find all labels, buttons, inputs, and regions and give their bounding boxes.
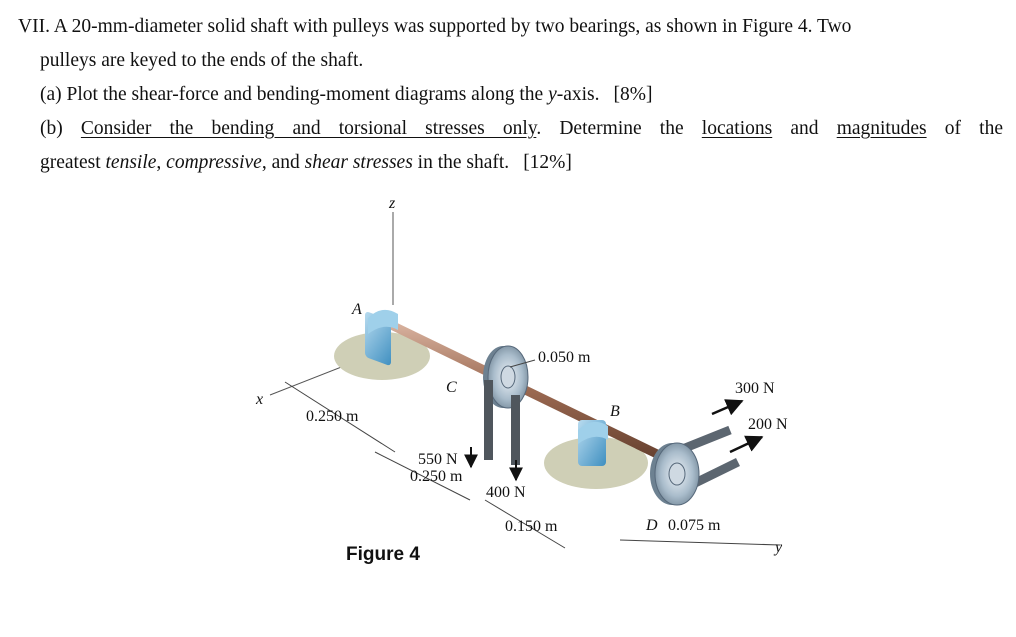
load-200-label: 200 N (748, 416, 788, 433)
dim-0-150-label: 0.150 m (505, 518, 558, 535)
dim-line-2 (374, 451, 471, 501)
problem-text: VII. A 20-mm-diameter solid shaft with p… (18, 10, 1003, 180)
y-axis-label: y (773, 539, 783, 556)
load-400-label: 400 N (486, 484, 526, 501)
point-a-label: A (351, 301, 362, 318)
shaft (380, 317, 695, 475)
dim-0-250-label-1: 0.250 m (306, 408, 359, 425)
dim-0-250-label-2: 0.250 m (410, 468, 463, 485)
dim-0-075-label: 0.075 m (668, 517, 721, 534)
bearing-b (578, 420, 608, 466)
bearing-a (365, 309, 398, 366)
z-axis-label: z (388, 195, 396, 212)
problem-heading-continued: pulleys are keyed to the ends of the sha… (40, 50, 364, 71)
part-b-line2: greatest tensile, compressive, and shear… (40, 152, 572, 173)
pulley-d (650, 425, 740, 506)
figure-caption: Figure 4 (346, 544, 420, 565)
force-200-arrow (729, 435, 764, 454)
part-a: (a) Plot the shear-force and bending-mom… (40, 84, 653, 105)
dim-line-3 (484, 499, 566, 549)
dim-0-050-label: 0.050 m (538, 349, 591, 366)
load-300-label: 300 N (735, 380, 775, 397)
x-axis-label: x (255, 391, 263, 408)
y-axis-line (619, 539, 781, 546)
problem-heading: VII. A 20-mm-diameter solid shaft with p… (18, 16, 852, 37)
point-d-label: D (645, 517, 658, 534)
point-c-label: C (446, 379, 457, 396)
pulley-c (483, 345, 529, 465)
load-550-label: 550 N (418, 451, 458, 468)
part-b-line1: (b) Consider the bending and torsional s… (40, 118, 1003, 139)
dim-radius-c-leader (509, 359, 536, 368)
force-300-arrow (711, 399, 744, 416)
part-a-marks: [8%] (613, 84, 653, 105)
part-b-marks: [12%] (523, 152, 572, 173)
point-b-label: B (610, 403, 620, 420)
dim-line-1 (284, 381, 396, 453)
